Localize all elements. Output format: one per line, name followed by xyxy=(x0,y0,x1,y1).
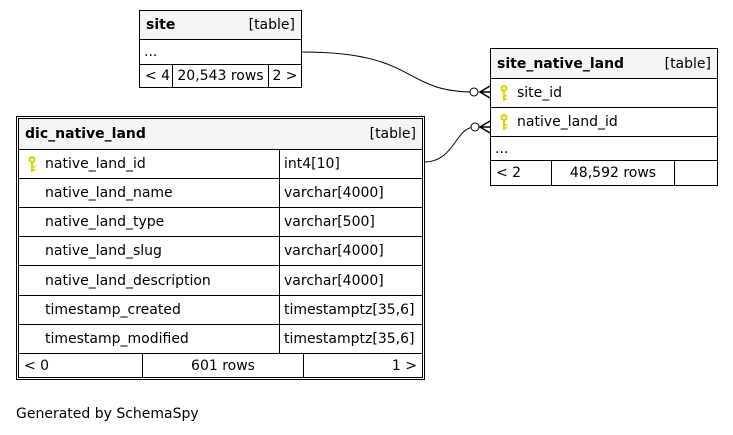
table-name: site_native_land xyxy=(497,55,625,72)
column-name-cell: native_land_id xyxy=(491,108,618,136)
dic-native-land-table[interactable]: dic_native_land [table] native_land_id i… xyxy=(16,116,425,380)
column-name-cell: site_id xyxy=(491,79,562,107)
site-table-ellipsis-row: ... xyxy=(140,40,301,65)
column-name: native_land_description xyxy=(45,272,211,289)
column-type: varchar[4000] xyxy=(279,266,384,295)
next-relations-link[interactable]: 1 > xyxy=(303,354,422,377)
prev-relations-link[interactable]: < 2 xyxy=(496,165,522,181)
column-row-timestamp-created[interactable]: timestamp_created timestamptz[35,6] xyxy=(19,296,422,325)
column-name: native_land_slug xyxy=(45,243,162,259)
key-icon xyxy=(500,114,508,130)
dic-native-land-header: dic_native_land [table] xyxy=(19,119,422,150)
site-table-header: site [table] xyxy=(140,11,301,40)
table-name: site xyxy=(146,17,176,33)
site-link-zero-circle xyxy=(469,87,479,97)
column-row-native-land-slug[interactable]: native_land_slug varchar[4000] xyxy=(19,237,422,266)
site-link-crowfoot xyxy=(478,85,491,99)
dic-native-land-footer: < 0 601 rows 1 > xyxy=(19,354,422,377)
site-to-site-native-land-line xyxy=(301,51,476,93)
key-icon xyxy=(500,85,508,101)
column-type: varchar[4000] xyxy=(279,237,384,265)
column-name: timestamp_modified xyxy=(45,331,189,347)
column-type: int4[10] xyxy=(279,150,340,178)
column-row-native-land-description[interactable]: native_land_description varchar[4000] xyxy=(19,266,422,296)
key-icon xyxy=(28,156,36,172)
next-relations-link[interactable]: 2 > xyxy=(268,65,301,87)
site-table[interactable]: site [table] ... < 4 20,543 rows 2 > xyxy=(139,10,302,88)
column-row-native-land-id[interactable]: native_land_id int4[10] xyxy=(19,150,422,179)
site-native-land-ellipsis-row: ... xyxy=(491,137,717,161)
column-row-native-land-type[interactable]: native_land_type varchar[500] xyxy=(19,208,422,237)
site-native-land-header: site_native_land [table] xyxy=(491,49,717,79)
prev-relations-link[interactable]: < 4 xyxy=(145,68,171,84)
column-type: varchar[500] xyxy=(279,208,375,236)
table-name: dic_native_land xyxy=(25,126,146,142)
column-name: native_land_id xyxy=(517,114,618,130)
column-name: native_land_name xyxy=(45,185,173,201)
column-name: site_id xyxy=(517,85,563,101)
column-name: native_land_type xyxy=(45,214,165,230)
row-count: 601 rows xyxy=(142,354,303,377)
column-row-native-land-id[interactable]: native_land_id xyxy=(491,108,717,137)
row-count: 48,592 rows xyxy=(551,161,674,185)
site-table-footer: < 4 20,543 rows 2 > xyxy=(140,65,301,87)
ellipsis: ... xyxy=(495,140,509,157)
column-name: timestamp_created xyxy=(45,302,181,318)
column-name: native_land_id xyxy=(45,156,146,172)
column-name-cell: native_land_id xyxy=(19,150,279,178)
ellipsis: ... xyxy=(144,44,158,60)
site-native-land-footer: < 2 48,592 rows xyxy=(491,161,717,185)
row-count: 20,543 rows xyxy=(172,65,268,87)
dic-link-zero-circle xyxy=(470,122,480,132)
column-row-native-land-name[interactable]: native_land_name varchar[4000] xyxy=(19,179,422,208)
table-kind: [table] xyxy=(369,126,416,142)
dic-to-site-native-land-line xyxy=(423,126,476,163)
prev-relations-link[interactable]: < 0 xyxy=(24,357,50,374)
column-type: timestamptz[35,6] xyxy=(279,296,414,324)
dic-link-crowfoot xyxy=(478,120,491,134)
column-type: timestamptz[35,6] xyxy=(279,325,414,353)
column-row-site-id[interactable]: site_id xyxy=(491,79,717,108)
column-type: varchar[4000] xyxy=(279,179,384,207)
generated-by-caption: Generated by SchemaSpy xyxy=(16,406,199,422)
table-kind: [table] xyxy=(664,55,711,72)
next-relations-link[interactable] xyxy=(674,161,717,185)
site-native-land-table[interactable]: site_native_land [table] site_id native xyxy=(490,48,718,186)
column-row-timestamp-modified[interactable]: timestamp_modified timestamptz[35,6] xyxy=(19,325,422,354)
table-kind: [table] xyxy=(248,17,295,33)
